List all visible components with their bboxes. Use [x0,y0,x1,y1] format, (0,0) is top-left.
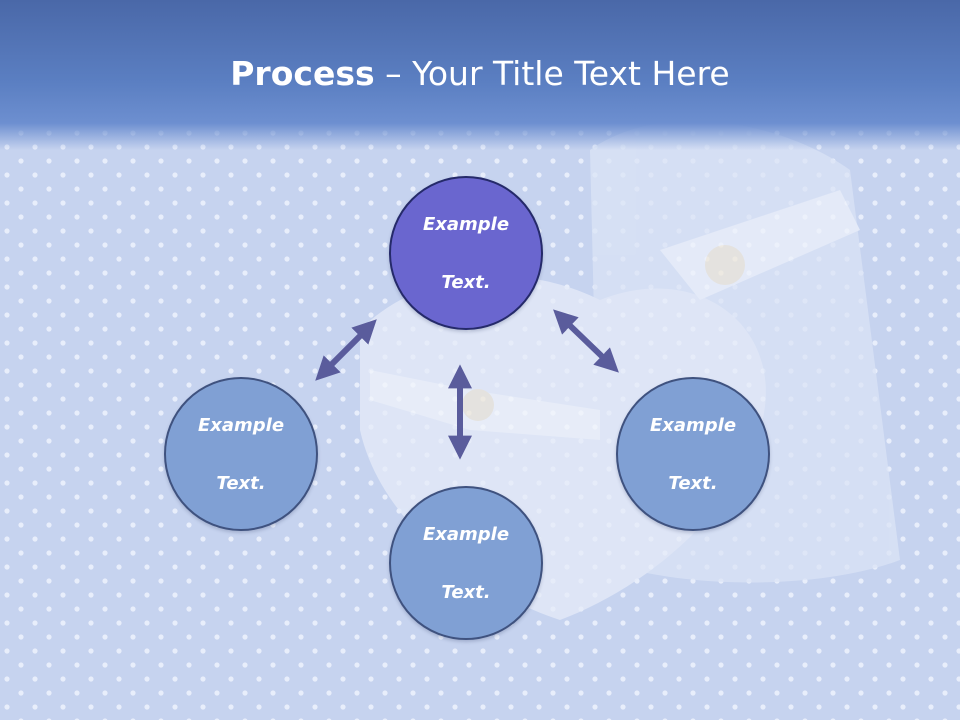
title-rest: – Your Title Text Here [374,54,730,93]
node-bottom-line1: Example [422,523,510,545]
arrow-top-left [315,319,377,381]
node-right-line2: Text. [668,472,718,494]
slide-title: Process – Your Title Text Here [0,52,960,96]
node-top-line1: Example [422,213,510,235]
node-left-line1: Example [197,414,285,436]
node-bottom-line2: Text. [441,581,491,603]
arrow-top-right [553,309,619,373]
title-bold: Process [230,54,375,93]
node-right-line1: Example [649,414,737,436]
node-top-line2: Text. [441,271,491,293]
header-band [0,0,960,150]
node-left-line2: Text. [216,472,266,494]
